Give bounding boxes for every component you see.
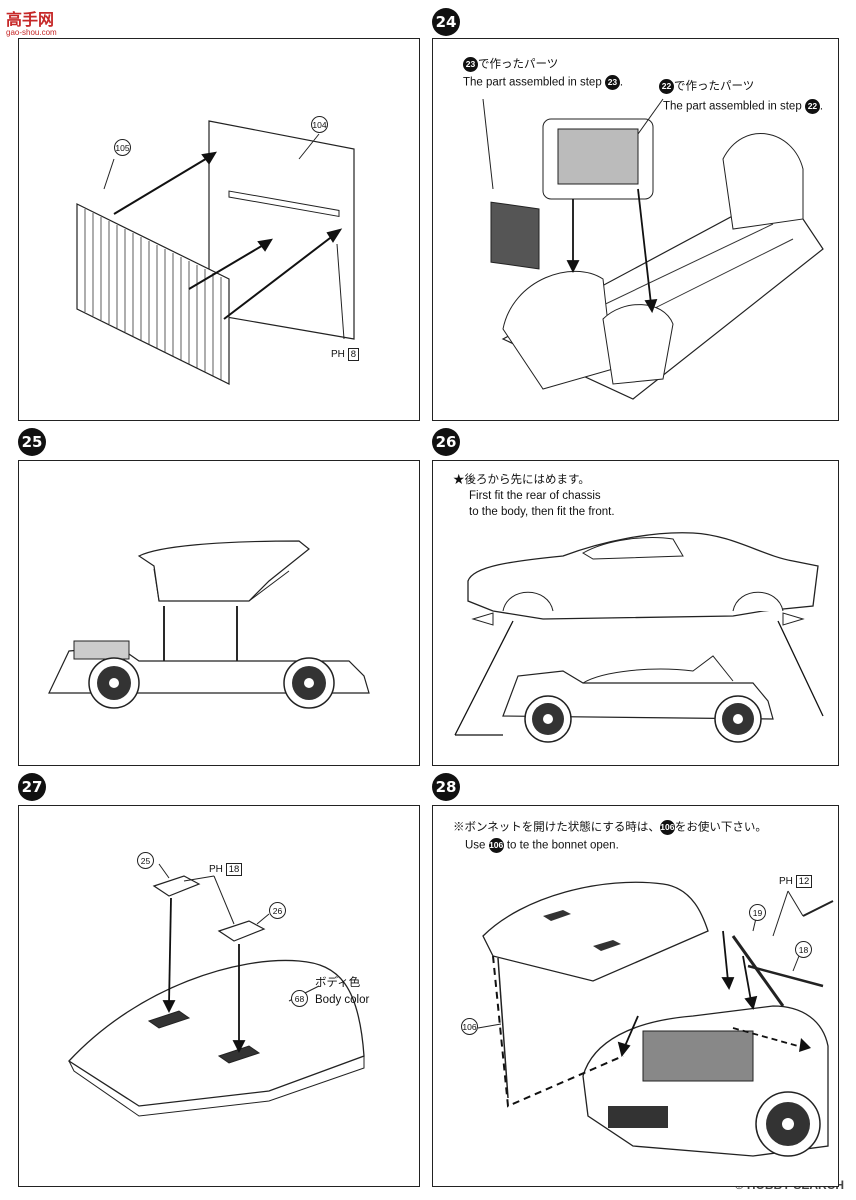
step24-note-b-en: The part assembled in step 22. <box>663 99 824 114</box>
part-number-18: 18 <box>795 941 812 958</box>
step-number-25: 25 <box>18 428 46 456</box>
step-number-26: 26 <box>432 428 460 456</box>
step-number-28: 28 <box>432 773 460 801</box>
panel-step-27: 25 PH 18 26 68 ボディ色 Body color <box>18 805 420 1187</box>
body-fit-illustration-26 <box>454 532 824 743</box>
panel-step-28: ※ボンネットを開けた状態にする時は、106をお使い下さい。 Use 106 to… <box>432 805 839 1187</box>
part-number-104: 104 <box>311 116 328 133</box>
step26-note-jp: ★後ろから先にはめます。 <box>453 474 590 486</box>
step24-note-a-en: The part assembled in step 23. <box>463 75 624 90</box>
step28-note-en: Use 106 to te the bonnet open. <box>465 838 619 853</box>
step-number-24: 24 <box>432 8 460 36</box>
part-number-106: 106 <box>461 1018 478 1035</box>
ph-ref-12: PH 12 <box>779 875 813 888</box>
step26-note-en-1: First fit the rear of chassis <box>469 490 601 502</box>
part-number-19: 19 <box>749 904 766 921</box>
body-color-jp: ボディ色 <box>315 977 361 989</box>
part-number-105: 105 <box>114 139 131 156</box>
part-number-68: 68 <box>291 990 308 1007</box>
body-color-en: Body color <box>315 994 370 1006</box>
step26-note-en-2: to the body, then fit the front. <box>469 506 615 518</box>
panel-step-23: 105 104 PH 8 <box>18 38 420 421</box>
step-number-27: 27 <box>18 773 46 801</box>
part-number-25: 25 <box>137 852 154 869</box>
chassis-illustration-24 <box>482 98 824 400</box>
ph-ref-18: PH 18 <box>209 863 243 876</box>
body-chassis-illustration-25 <box>48 540 370 709</box>
watermark-domain: gao-shou.com <box>6 28 57 37</box>
panel-step-25 <box>18 460 420 766</box>
radiator-illustration <box>76 120 355 385</box>
ph-ref: PH 8 <box>331 348 359 361</box>
bonnet-open-illustration-28 <box>477 881 834 1157</box>
part-number-26: 26 <box>269 902 286 919</box>
panel-step-26: ★後ろから先にはめます。 First fit the rear of chass… <box>432 460 839 766</box>
bonnet-illustration-27 <box>67 863 365 1117</box>
watermark-logo: 高手网 <box>6 12 55 29</box>
step28-note-jp: ※ボンネットを開けた状態にする時は、106をお使い下さい。 <box>453 820 767 835</box>
